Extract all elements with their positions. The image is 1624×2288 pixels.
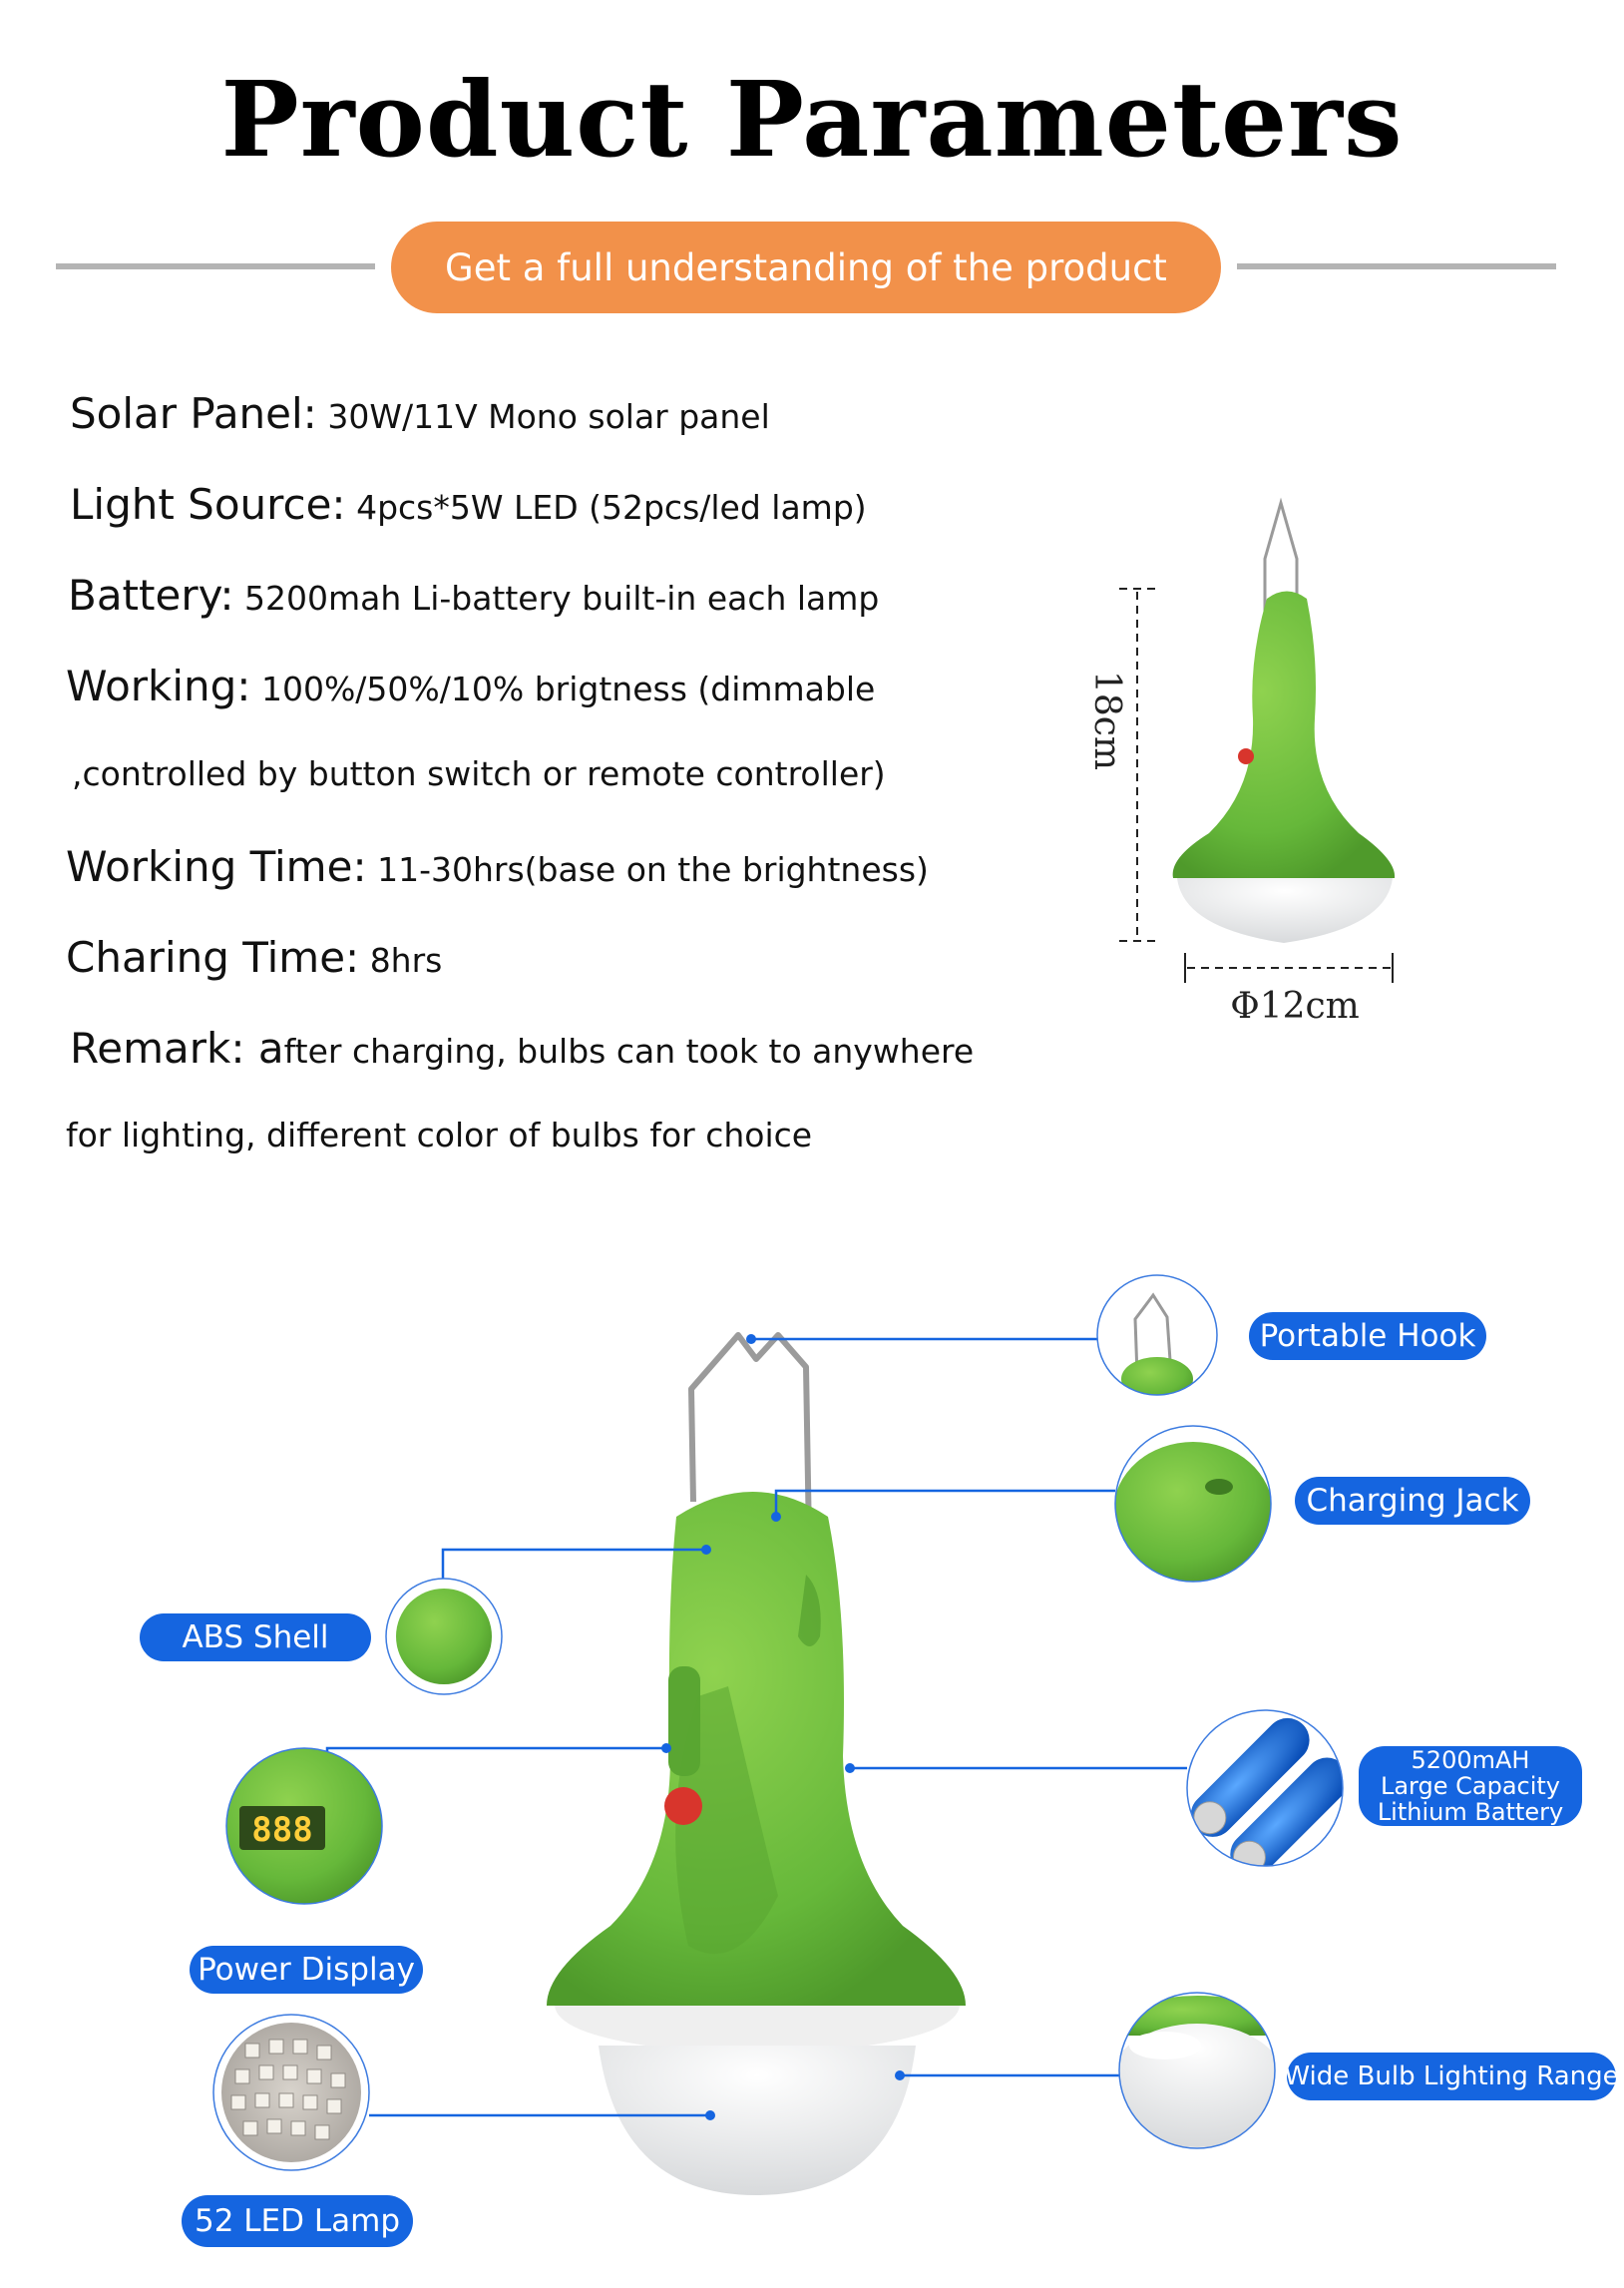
spec-key: Solar Panel:	[70, 389, 317, 438]
spec-value: 30W/11V Mono solar panel	[327, 397, 770, 436]
tag-power-display: Power Display	[190, 1946, 423, 1994]
tag-abs-shell: ABS Shell	[140, 1613, 371, 1661]
detail-power-display: 888	[225, 1747, 383, 1905]
tag-battery: 5200mAH Large Capacity Lithium Battery	[1359, 1746, 1582, 1826]
detail-charging-jack	[1114, 1425, 1272, 1583]
spec-solar-panel: Solar Panel: 30W/11V Mono solar panel	[70, 389, 770, 438]
lamp-power-button	[664, 1787, 702, 1825]
spec-remark-cont: for lighting, different color of bulbs f…	[66, 1116, 813, 1154]
spec-working-time: Working Time: 11-30hrs(base on the brigh…	[66, 842, 929, 891]
spec-key: Remark: a	[70, 1024, 284, 1073]
callout-dot	[895, 2070, 905, 2080]
callout-line-display	[325, 1746, 666, 1772]
detail-led-lamp	[212, 2014, 370, 2171]
subtitle-pill: Get a full understanding of the product	[391, 222, 1221, 313]
range-shell	[1119, 1996, 1275, 2036]
tag-battery-line: Large Capacity	[1380, 1772, 1561, 1800]
subtitle-text: Get a full understanding of the product	[445, 245, 1167, 289]
dimension-lamp	[1119, 497, 1396, 983]
tag-lighting-range: Wide Bulb Lighting Range	[1284, 2053, 1619, 2100]
spec-battery: Battery: 5200mah Li-battery built-in eac…	[68, 571, 879, 620]
tag-battery-line: Lithium Battery	[1377, 1798, 1564, 1826]
diameter-label: Φ12cm	[1230, 986, 1360, 1027]
tag-battery-line: 5200mAH	[1411, 1746, 1530, 1774]
display-screen	[239, 1806, 325, 1850]
lamp-rim	[555, 2006, 960, 2056]
page-title: Product Parameters	[220, 58, 1404, 181]
detail-lighting-range	[1118, 1992, 1276, 2149]
callout-dot	[845, 1763, 855, 1773]
callout-dots	[661, 1334, 905, 2120]
spec-charging-time: Charing Time: 8hrs	[66, 933, 442, 982]
tag-led-lamp: 52 LED Lamp	[182, 2195, 413, 2247]
spec-value: 8hrs	[369, 941, 443, 980]
main-lamp	[547, 1332, 966, 2195]
divider-right	[1237, 263, 1556, 269]
spec-remark: Remark: after charging, bulbs can took t…	[70, 1024, 974, 1073]
spec-value: fter charging, bulbs can took to anywher…	[283, 1032, 975, 1071]
small-hook	[1263, 497, 1299, 639]
lamp-shell	[547, 1492, 966, 2006]
callout-line-jack	[774, 1489, 1115, 1515]
spec-key: Battery:	[68, 571, 234, 620]
height-label: 18cm	[1086, 671, 1127, 770]
lamp-shell-groove	[675, 1686, 778, 1955]
callout-dot	[771, 1512, 781, 1522]
lamp-hook	[688, 1332, 813, 1598]
spec-key: Working Time:	[66, 842, 367, 891]
spec-value: 5200mah Li-battery built-in each lamp	[244, 579, 880, 618]
hook-wire	[1133, 1292, 1173, 1376]
abs-swatch	[396, 1589, 492, 1684]
bubble-border	[1114, 1425, 1272, 1583]
spec-light-source: Light Source: 4pcs*5W LED (52pcs/led lam…	[70, 480, 867, 529]
hook-lamp-top	[1121, 1357, 1193, 1395]
lamp-dome	[599, 2046, 916, 2195]
range-glow	[1129, 2032, 1201, 2059]
spec-key: Working:	[66, 662, 251, 710]
spec-key: Charing Time:	[66, 933, 360, 982]
spec-value: 100%/50%/10% brigtness (dimmable	[260, 670, 876, 708]
spec-value: 11-30hrs(base on the brightness)	[377, 850, 929, 889]
spec-working: Working: 100%/50%/10% brigtness (dimmabl…	[66, 662, 875, 710]
detail-abs-shell	[385, 1578, 503, 1695]
led-board	[221, 2023, 361, 2162]
display-digits: 888	[251, 1810, 312, 1850]
callout-dot	[701, 1545, 711, 1555]
callout-line-abs	[441, 1548, 706, 1579]
callout-dot	[746, 1334, 756, 1344]
bubble-border	[1118, 1992, 1276, 2149]
detail-battery	[1186, 1709, 1344, 1867]
lamp-hook-slot	[798, 1575, 821, 1646]
jack-port	[1205, 1479, 1233, 1495]
detail-portable-hook	[1096, 1274, 1218, 1396]
bubble-border	[225, 1747, 383, 1905]
bubble-border	[1186, 1709, 1344, 1867]
tag-portable-hook: Portable Hook	[1249, 1312, 1486, 1360]
bubble-border	[1096, 1274, 1218, 1396]
small-lamp-shell	[1172, 591, 1396, 878]
jack-shell	[1115, 1442, 1271, 1582]
tag-charging-jack: Charging Jack	[1295, 1477, 1530, 1525]
led-chips	[230, 2039, 346, 2140]
callout-dot	[661, 1743, 671, 1753]
callout-dot	[705, 2110, 715, 2120]
divider-left	[56, 263, 375, 269]
spec-key: Light Source:	[70, 480, 346, 529]
small-lamp-dome	[1177, 878, 1393, 943]
small-lamp-button	[1238, 748, 1254, 764]
callout-lines	[325, 1337, 1187, 2117]
bubble-border	[212, 2014, 370, 2171]
spec-working-cont: ,controlled by button switch or remote c…	[72, 754, 886, 793]
bubble-bg	[1097, 1275, 1217, 1395]
spec-value: 4pcs*5W LED (52pcs/led lamp)	[356, 488, 867, 527]
